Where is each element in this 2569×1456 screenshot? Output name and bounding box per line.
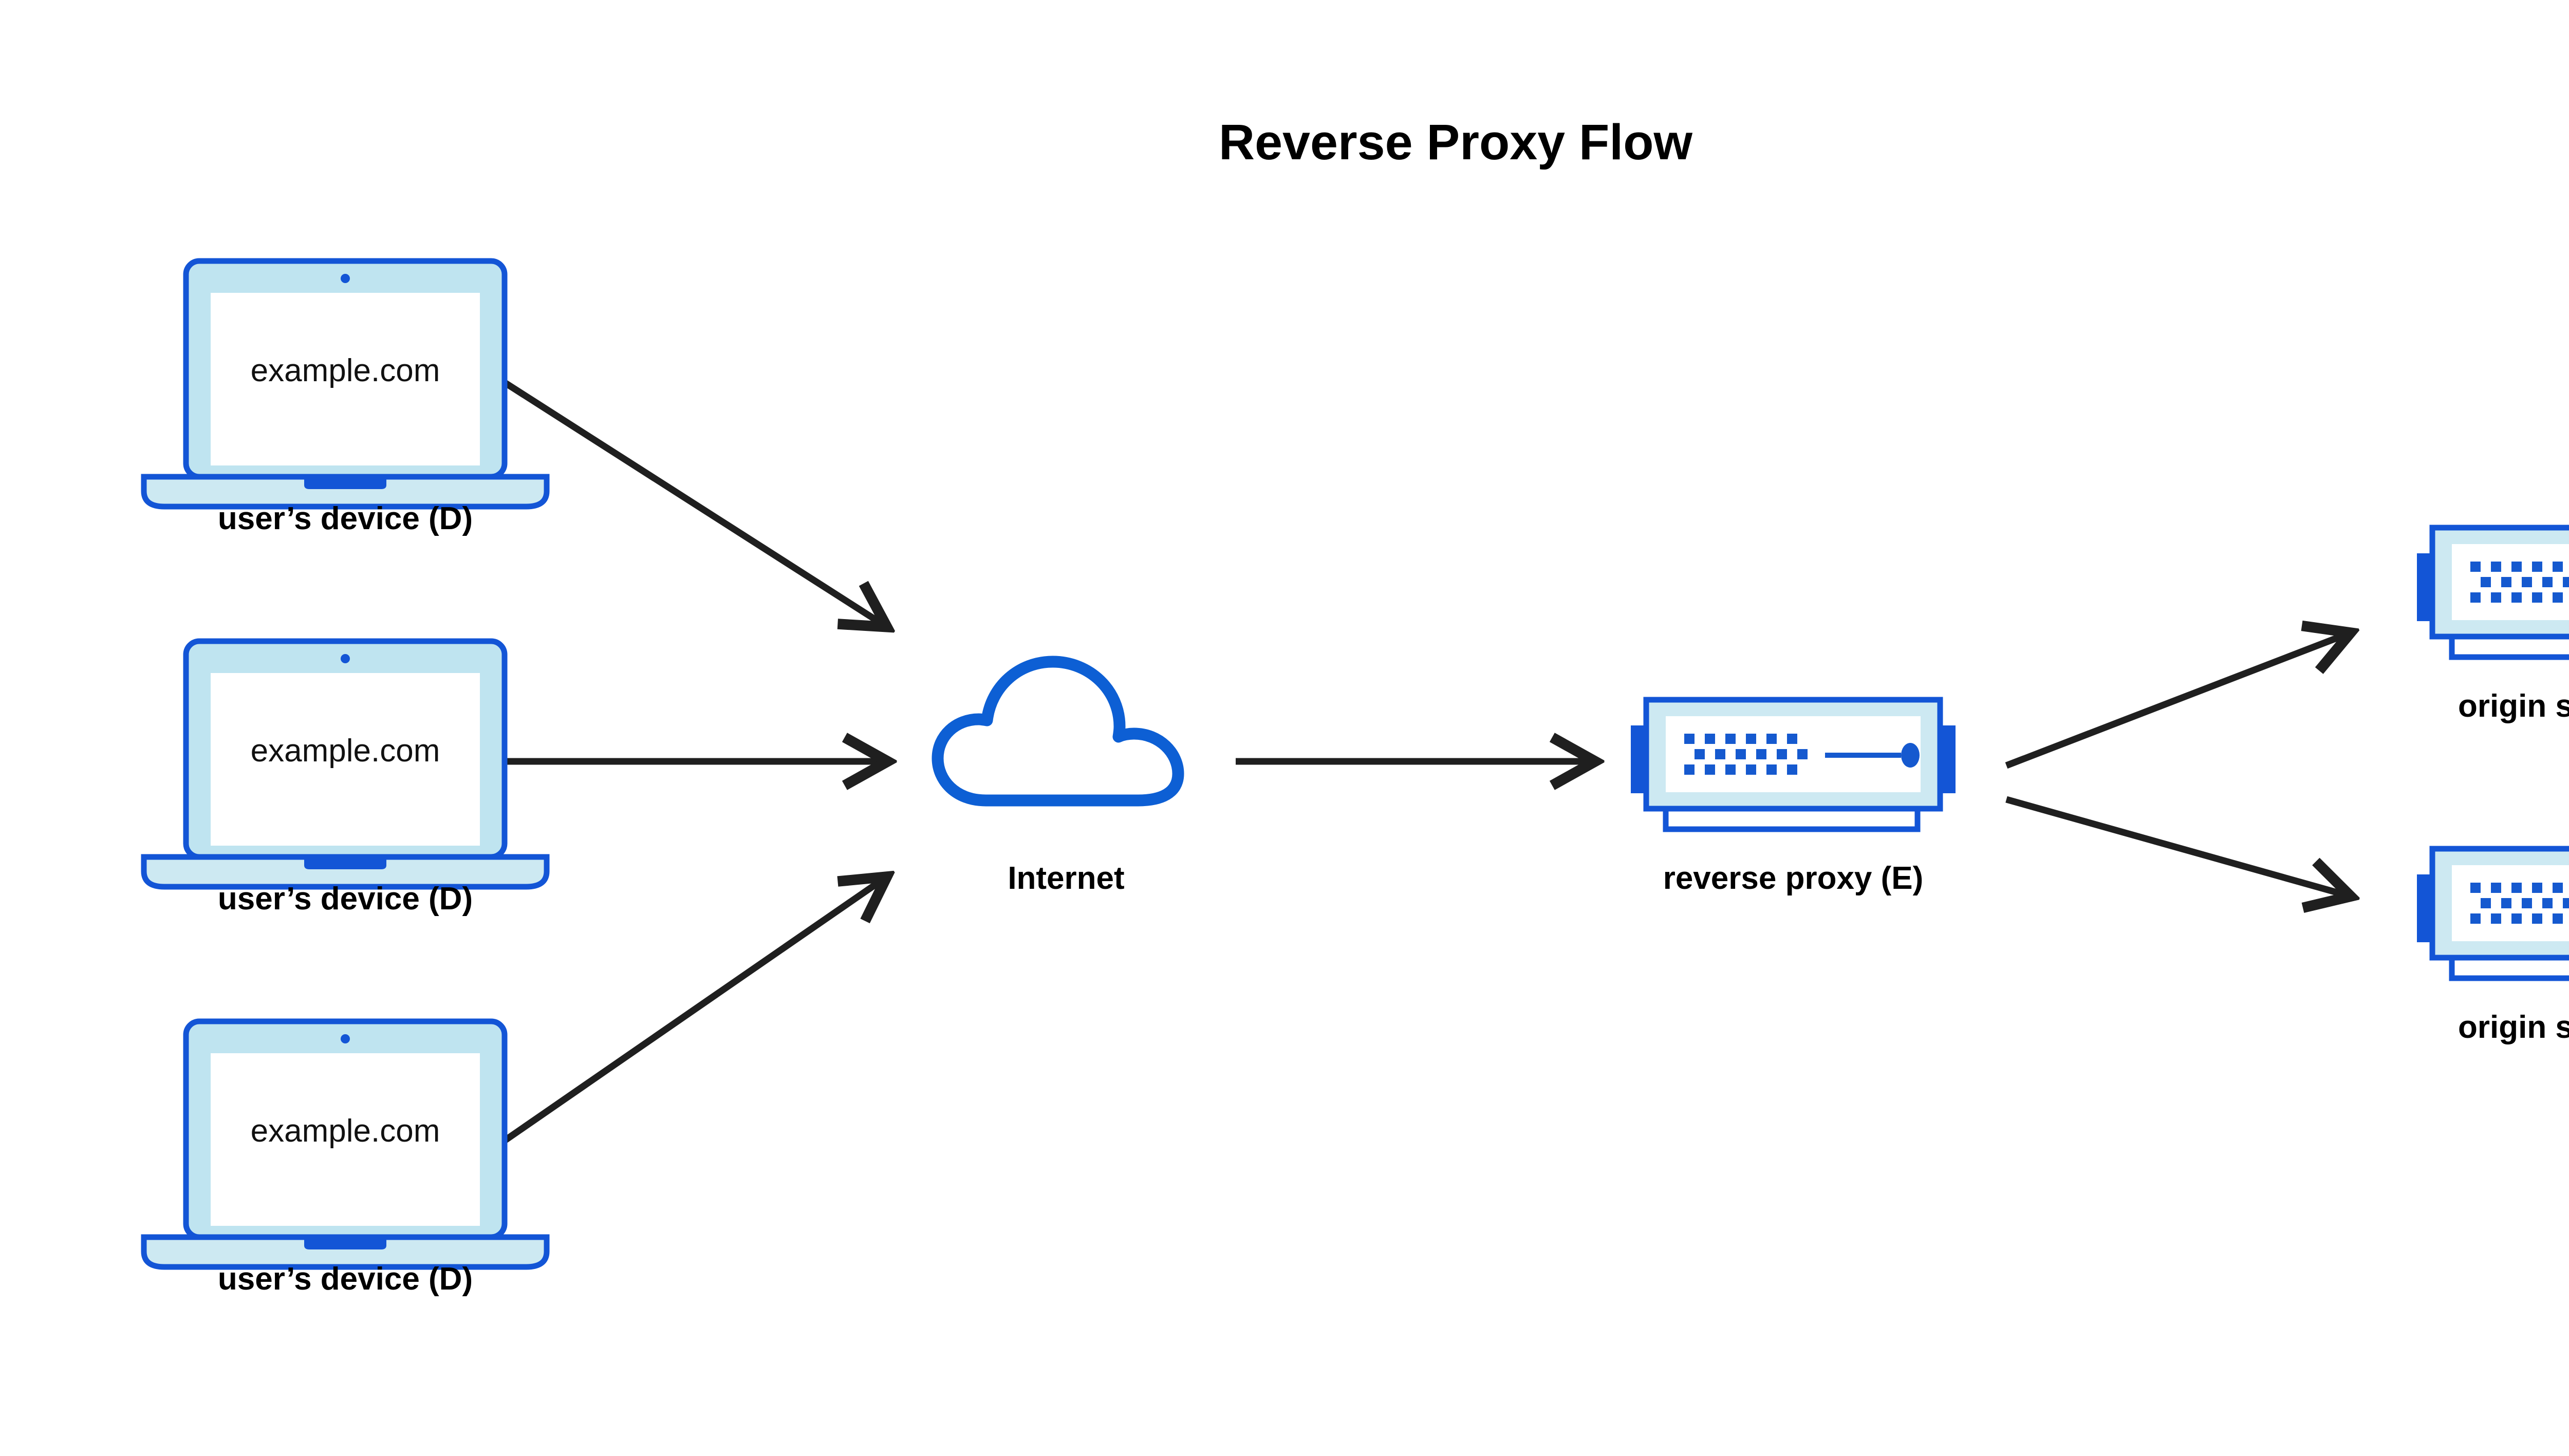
node-label-internet: Internet	[1008, 861, 1124, 896]
node-user-device-3[interactable]: example.com user’s device (D)	[144, 1021, 547, 1297]
edge-device3-to-internet	[499, 880, 883, 1146]
cloud-icon	[938, 662, 1178, 800]
node-label-user-device-2: user’s device (D)	[218, 881, 473, 917]
node-label-user-device-1: user’s device (D)	[218, 501, 473, 536]
server-icon	[1631, 700, 1956, 829]
node-label-user-device-3: user’s device (D)	[218, 1261, 473, 1297]
server-icon	[2417, 849, 2569, 978]
node-label-origin-server-2: origin server (F)	[2458, 1010, 2569, 1045]
device-screen-url-1: example.com	[251, 353, 440, 388]
server-icon	[2417, 528, 2569, 657]
node-origin-server-2[interactable]: origin server (F)	[2417, 849, 2569, 1045]
edges-layer	[499, 377, 2346, 1146]
edge-device1-to-internet	[499, 377, 883, 624]
device-screen-url-2: example.com	[251, 733, 440, 769]
node-user-device-2[interactable]: example.com user’s device (D)	[144, 641, 547, 917]
device-screen-url-3: example.com	[251, 1113, 440, 1149]
node-internet[interactable]: Internet	[938, 662, 1178, 896]
node-label-origin-server-1: origin server (F)	[2458, 688, 2569, 724]
node-user-device-1[interactable]: example.com user’s device (D)	[144, 261, 547, 536]
edge-reverse-proxy-to-origin2	[2005, 796, 2346, 895]
node-label-reverse-proxy: reverse proxy (E)	[1663, 861, 1924, 896]
node-origin-server-1[interactable]: origin server (F)	[2417, 528, 2569, 724]
edge-reverse-proxy-to-origin1	[2005, 634, 2346, 769]
node-reverse-proxy[interactable]: reverse proxy (E)	[1631, 700, 1956, 896]
page-title: Reverse Proxy Flow	[1219, 114, 1692, 170]
